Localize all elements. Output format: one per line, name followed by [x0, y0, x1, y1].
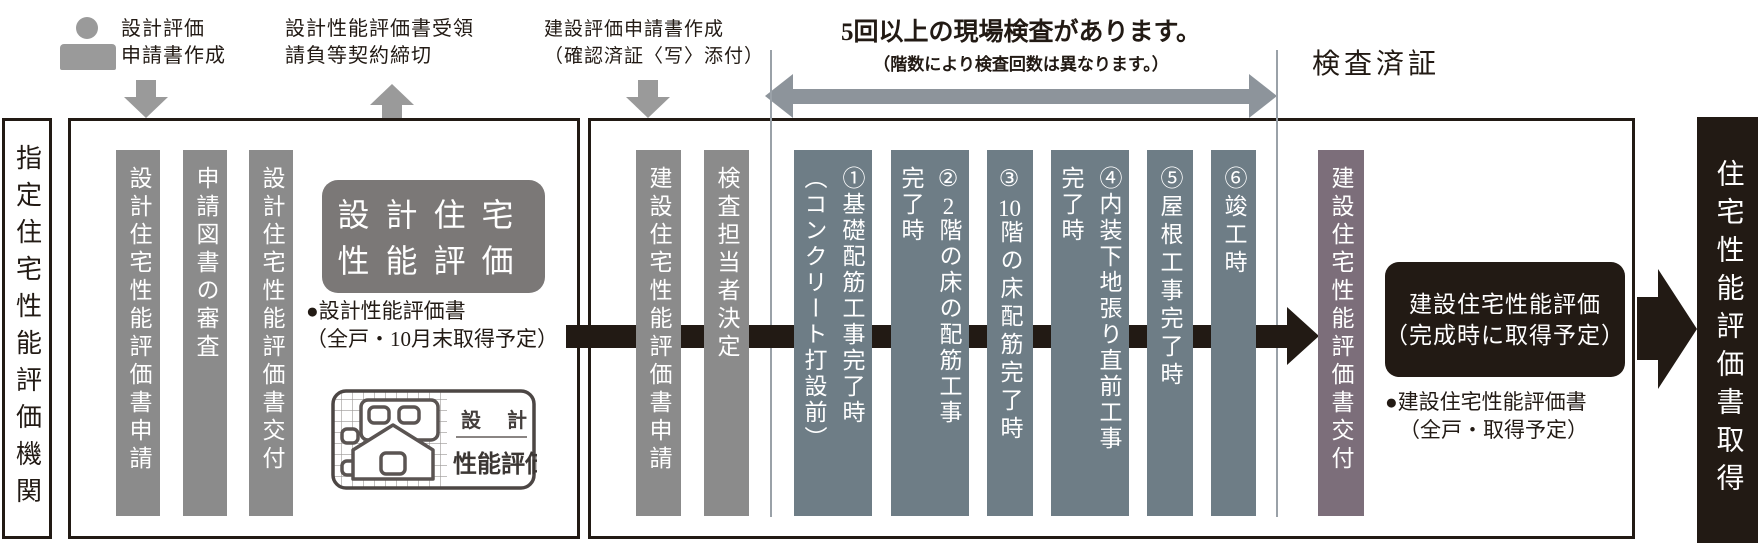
inspection-range-end-line [1276, 50, 1278, 517]
design-application-box: 設計評価 申請書作成 [45, 4, 255, 80]
stage-5-roof-bar: ⑤屋根工事完了時 [1147, 150, 1193, 516]
design-application-label: 設計評価 申請書作成 [121, 18, 226, 67]
inspection-range-start-line [770, 50, 772, 517]
goal-label: 住宅性能評価書取得 [1712, 159, 1744, 501]
construction-bar-inspector: 検査担当者決定 [704, 150, 749, 516]
flow-band-arrowhead-icon [1287, 307, 1319, 365]
construction-bar-application: 建設住宅性能評価書申請 [636, 150, 681, 516]
stage-2-second-floor-bar: ②2階の床の配筋工事 完了時 [891, 150, 969, 516]
design-bar-issue: 設計住宅性能評価書交付 [249, 150, 293, 516]
person-icon [76, 17, 98, 39]
inspection-count-subtitle: （階数により検査回数は異なります。） [873, 55, 1169, 74]
design-evaluation-stamp: 設計 性能評価 [330, 388, 549, 491]
receive-contract-label: 設計性能評価書受領 請負等契約締切 [285, 18, 474, 67]
construction-application-label: 建設評価申請書作成 （確認済証〈写〉添付） [544, 19, 765, 67]
receive-contract-box: 設計性能評価書受領 請負等契約締切 [265, 4, 520, 80]
construction-evaluation-result-box: 建設住宅性能評価 （完成時に取得予定） [1385, 262, 1625, 377]
stage-3-tenth-floor-bar: ③10階の床配筋完了時 [987, 150, 1033, 516]
stage-4-interior-bar: ④内装下地張り直前工事 完了時 [1051, 150, 1129, 516]
construction-application-box: 建設評価申請書作成 （確認済証〈写〉添付） [528, 4, 763, 80]
house-plan-icon [333, 391, 447, 488]
stage-1-foundation-bar: ①基礎配筋工事完了時 （コンクリート打設前） [794, 150, 872, 516]
stamp-bottom-label: 性能評価 [453, 450, 537, 478]
design-bar-review: 申請図書の審査 [183, 150, 227, 516]
construction-evaluation-note: ●建設住宅性能評価書 （全戸・取得予定） [1385, 390, 1588, 442]
construction-issue-bar: 建設住宅性能評価書交付 [1318, 150, 1364, 516]
inspection-count-title: 5回以上の現場検査があります。 [840, 19, 1201, 46]
design-bar-application: 設計住宅性能評価書申請 [116, 150, 160, 516]
design-evaluation-result-box: 設計住宅 性能評価 [322, 180, 545, 293]
goal-panel: 住宅性能評価書取得 [1697, 117, 1758, 543]
stage-6-completion-bar: ⑥竣工時 [1211, 150, 1256, 516]
certificate-label: 検査済証 [1312, 49, 1441, 80]
stamp-top-label: 設計 [461, 408, 537, 432]
design-evaluation-note: ●設計性能評価書 （全戸・10月末取得予定） [306, 299, 558, 351]
evaluation-organization-label: 指定住宅性能評価機関 [12, 143, 42, 514]
person-icon-body [60, 44, 116, 70]
evaluation-organization-box: 指定住宅性能評価機関 [2, 118, 52, 539]
